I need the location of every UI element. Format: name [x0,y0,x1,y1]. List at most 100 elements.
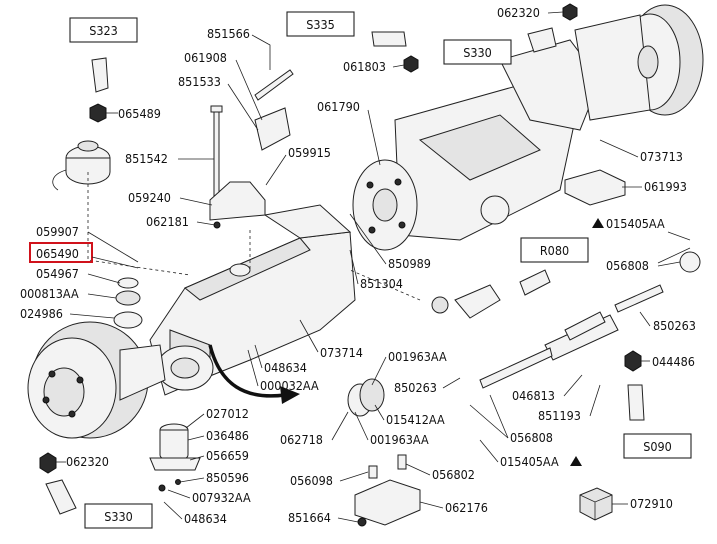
label-059915[interactable]: 059915 [288,145,331,160]
label-036486[interactable]: 036486 [206,428,249,443]
small-nut-062181 [213,221,221,229]
tie-rod-end-left [454,284,501,319]
label-015412aa[interactable]: 015412AA [386,412,445,427]
nut-062320-bottom [39,452,57,474]
sensor-plug-s090 [627,384,645,421]
label-000813aa[interactable]: 000813AA [20,286,79,301]
label-001963aa-top[interactable]: 001963AA [388,349,447,364]
small-nut-850596 [158,484,166,492]
label-062181[interactable]: 062181 [146,214,189,229]
tie-rod-ball [431,296,449,314]
label-056808-bottom[interactable]: 056808 [510,430,553,445]
label-850263-right[interactable]: 850263 [653,318,696,333]
label-007932aa[interactable]: 007932AA [192,490,251,505]
label-001963aa-bottom[interactable]: 001963AA [370,432,429,447]
label-851193[interactable]: 851193 [538,408,581,423]
mount-bracket-right [564,169,626,206]
label-072910[interactable]: 072910 [630,496,673,511]
direction-arrow [208,344,286,398]
left-wheel-hub [27,321,166,439]
section-box-s335[interactable]: S335 [286,11,355,37]
label-056802[interactable]: 056802 [432,467,475,482]
right-wheel-hub [574,4,704,121]
sensor-plug-s330-top [527,27,557,53]
label-059240[interactable]: 059240 [128,190,171,205]
long-bolt [210,105,223,201]
svg-text:R080: R080 [540,243,569,258]
label-056659[interactable]: 056659 [206,448,249,463]
label-851566[interactable]: 851566 [207,26,250,41]
sensor-plug-s335 [371,31,407,47]
svg-text:S330: S330 [463,45,492,60]
nut-062320-top [562,3,578,21]
label-851533[interactable]: 851533 [178,74,221,89]
pin-056098 [368,465,378,479]
label-851542[interactable]: 851542 [125,151,168,166]
bolt-851566 [254,69,294,101]
section-box-s323[interactable]: S323 [69,17,138,43]
nut-044486 [624,350,642,372]
triangle-marker-right [592,218,604,228]
label-027012[interactable]: 027012 [206,406,249,421]
plate-bracket [254,107,291,151]
pin-056802 [397,454,407,470]
sensor-assembly [52,57,111,191]
label-062176[interactable]: 062176 [445,500,488,515]
label-000032aa[interactable]: 000032AA [260,378,319,393]
label-062320-top[interactable]: 062320 [497,5,540,20]
label-062718[interactable]: 062718 [280,432,323,447]
label-024986[interactable]: 024986 [20,306,63,321]
support-bracket [209,181,266,221]
bushing-stack [149,423,201,471]
label-048634-mid[interactable]: 048634 [264,360,307,375]
svg-text:S090: S090 [643,439,672,454]
svg-text:065490: 065490 [36,246,79,261]
label-061993[interactable]: 061993 [644,179,687,194]
guide-line-1 [87,172,191,276]
label-056098[interactable]: 056098 [290,473,333,488]
sensor-plug-s330-bottom [45,479,77,515]
washer-850596 [175,479,181,485]
label-048634-bottom[interactable]: 048634 [184,511,227,526]
label-015405aa-right[interactable]: 015405AA [606,216,665,231]
arrow-head [280,386,300,404]
transmission-body [352,39,601,251]
nut-851664 [357,517,367,527]
label-056808-right[interactable]: 056808 [606,258,649,273]
svg-text:S330: S330 [104,509,133,524]
highlight-065490[interactable]: 065490 [29,242,93,263]
label-061803[interactable]: 061803 [343,59,386,74]
svg-text:S335: S335 [306,17,335,32]
label-061908[interactable]: 061908 [184,50,227,65]
label-062320-bottom[interactable]: 062320 [66,454,109,469]
label-851304[interactable]: 851304 [360,276,403,291]
section-box-r080[interactable]: R080 [520,237,589,263]
label-061790[interactable]: 061790 [317,99,360,114]
label-059907[interactable]: 059907 [36,224,79,239]
triangle-marker-bottom [570,456,582,466]
label-850989[interactable]: 850989 [388,256,431,271]
bottom-bracket [354,479,421,526]
label-015405aa-bottom[interactable]: 015405AA [500,454,559,469]
seal-rings [113,277,385,417]
nut-061803 [403,55,419,73]
section-box-s330-bottom[interactable]: S330 [84,503,153,529]
svg-text:S323: S323 [89,23,118,38]
label-073713[interactable]: 073713 [640,149,683,164]
sensor-plug-r080 [519,269,551,296]
label-054967[interactable]: 054967 [36,266,79,281]
section-box-s090[interactable]: S090 [623,433,692,459]
axle-housing [149,204,356,396]
label-046813[interactable]: 046813 [512,388,555,403]
guide-line-2 [349,269,421,301]
label-073714[interactable]: 073714 [320,345,363,360]
label-065489[interactable]: 065489 [118,106,161,121]
section-box-s330-top[interactable]: S330 [443,39,512,65]
label-044486[interactable]: 044486 [652,354,695,369]
label-850263-mid[interactable]: 850263 [394,380,437,395]
steering-cylinder [479,251,701,389]
label-850596[interactable]: 850596 [206,470,249,485]
label-851664[interactable]: 851664 [288,510,331,525]
filter-cube [579,487,613,521]
